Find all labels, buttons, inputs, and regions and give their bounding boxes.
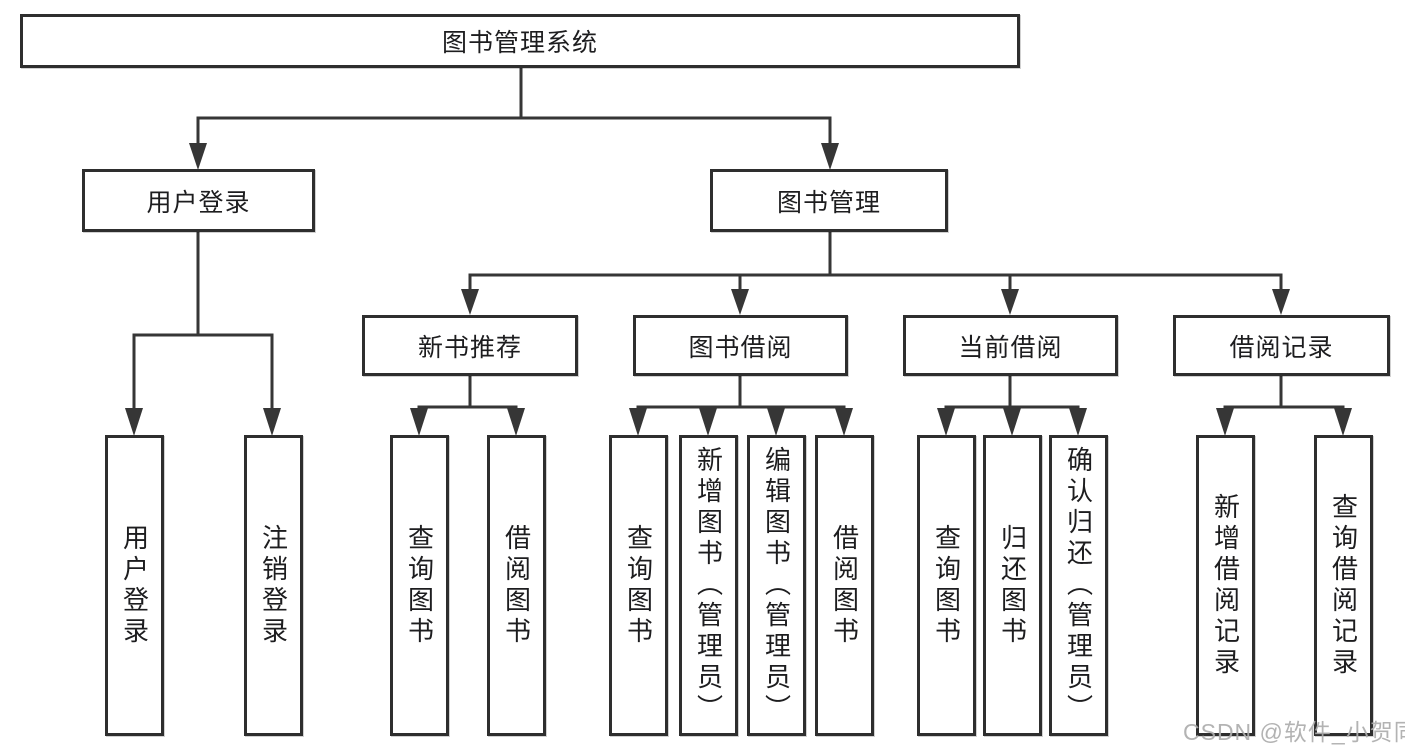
leaf-add-book-admin: 新增图书（管理员）	[679, 435, 738, 736]
node-new-book-recommend: 新书推荐	[362, 315, 578, 376]
leaf-query-borrow-record: 查询借阅记录	[1314, 435, 1373, 736]
node-root-system: 图书管理系统	[20, 14, 1020, 68]
node-book-management: 图书管理	[710, 169, 948, 232]
node-current-borrowing: 当前借阅	[903, 315, 1118, 376]
leaf-query-books-borrowing: 查询图书	[609, 435, 668, 736]
node-user-login: 用户登录	[82, 169, 315, 232]
node-borrowing-records: 借阅记录	[1173, 315, 1390, 376]
node-book-borrowing: 图书借阅	[633, 315, 848, 376]
csdn-watermark: CSDN @软件_小贺同学	[1183, 719, 1405, 745]
leaf-return-books: 归还图书	[983, 435, 1042, 736]
leaf-logout: 注销登录	[244, 435, 303, 736]
leaf-edit-book-admin: 编辑图书（管理员）	[747, 435, 806, 736]
leaf-add-borrow-record: 新增借阅记录	[1196, 435, 1255, 736]
leaf-borrow-books: 借阅图书	[815, 435, 874, 736]
leaf-query-books-current: 查询图书	[917, 435, 976, 736]
leaf-borrow-books-recommend: 借阅图书	[487, 435, 546, 736]
leaf-query-books-recommend: 查询图书	[390, 435, 449, 736]
leaf-confirm-return-admin: 确认归还（管理员）	[1049, 435, 1108, 736]
leaf-user-login: 用户登录	[105, 435, 164, 736]
